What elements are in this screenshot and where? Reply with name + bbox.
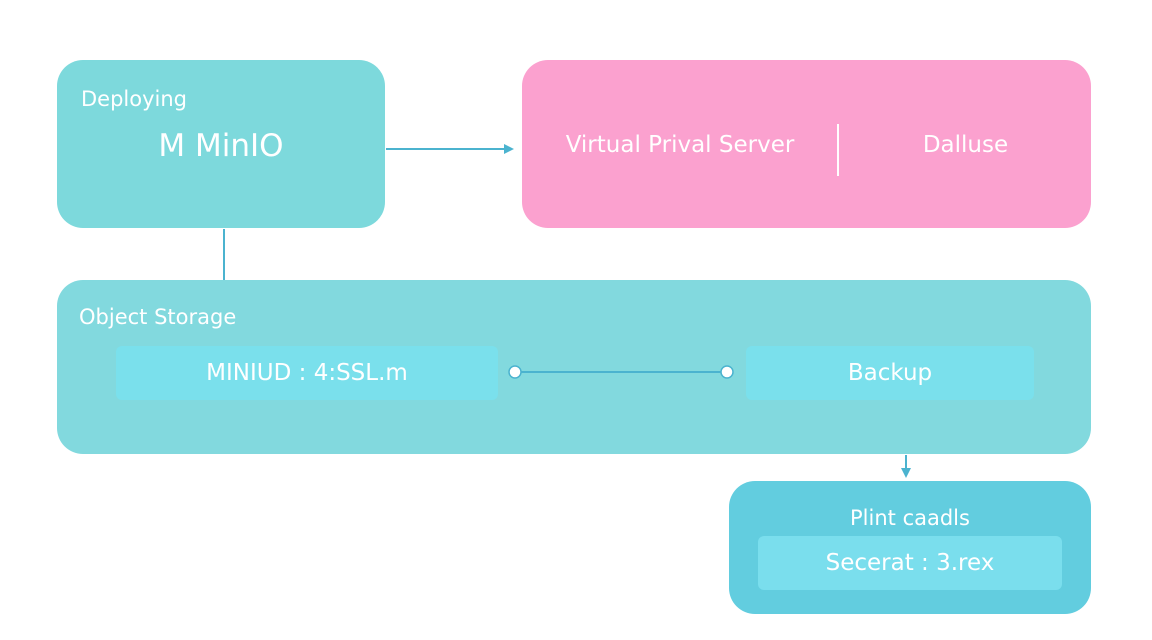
storage-link [508, 365, 734, 379]
deploying-box: Deploying M MinIO [57, 60, 385, 228]
storage-link-dot-right [720, 365, 734, 379]
secret-box: Secerat : 3.rex [758, 536, 1062, 590]
object-storage-box: Object Storage MINIUD : 4:SSL.m Backup [57, 280, 1091, 454]
virtual-server-box: Virtual Prival Server Dalluse [522, 60, 1091, 228]
backup-box: Backup [746, 346, 1034, 400]
storage-link-dot-left [508, 365, 522, 379]
deploying-label: Deploying [81, 87, 188, 111]
minio-ssl-label: MINIUD : 4:SSL.m [206, 360, 408, 386]
minio-title: M MinIO [158, 128, 284, 164]
minio-ssl-box: MINIUD : 4:SSL.m [116, 346, 498, 400]
secret-label: Secerat : 3.rex [825, 550, 995, 576]
virtual-server-label: Virtual Prival Server [565, 132, 795, 158]
object-storage-label: Object Storage [79, 305, 237, 329]
vps-divider [837, 124, 839, 176]
dalluse-label: Dalluse [922, 132, 1009, 158]
plint-box: Plint caadls Secerat : 3.rex [729, 481, 1091, 614]
backup-label: Backup [847, 360, 933, 386]
plint-title: Plint caadls [850, 506, 970, 530]
